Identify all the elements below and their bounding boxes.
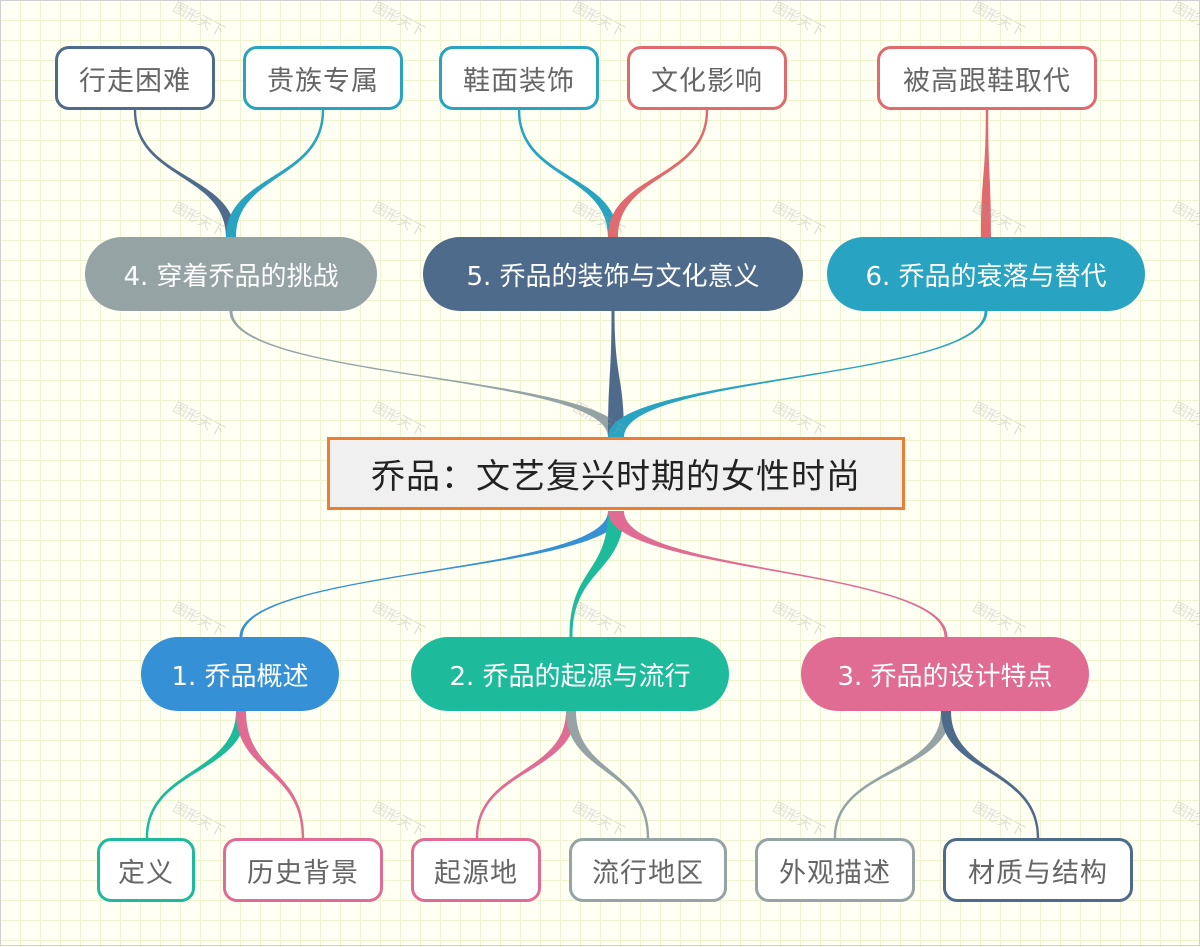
connector-branch2-leaf-2 xyxy=(566,711,650,838)
connector-branch5-leaf-2 xyxy=(608,110,709,237)
branch-overview[interactable]: 1. 乔品概述 xyxy=(141,637,339,711)
connector-branch3-leaf-2 xyxy=(941,711,1040,838)
branch-wearing-challenges[interactable]: 4. 穿着乔品的挑战 xyxy=(85,237,377,311)
leaf-historical-background[interactable]: 历史背景 xyxy=(223,838,383,902)
leaf-replaced-by-heels[interactable]: 被高跟鞋取代 xyxy=(877,46,1097,110)
leaf-definition[interactable]: 定义 xyxy=(97,838,195,902)
leaf-cultural-influence[interactable]: 文化影响 xyxy=(627,46,787,110)
connector-branch1-leaf-2 xyxy=(236,711,305,838)
branch-decoration-culture[interactable]: 5. 乔品的装饰与文化意义 xyxy=(423,237,803,311)
branch-design-features[interactable]: 3. 乔品的设计特点 xyxy=(801,637,1089,711)
leaf-popular-regions[interactable]: 流行地区 xyxy=(569,838,727,902)
connector-branch3-leaf-1 xyxy=(833,711,951,838)
connector-root-branch-5 xyxy=(608,311,624,437)
leaf-place-of-origin[interactable]: 起源地 xyxy=(411,838,541,902)
leaf-walking-difficulty[interactable]: 行走困难 xyxy=(55,46,215,110)
branch-decline-replacement[interactable]: 6. 乔品的衰落与替代 xyxy=(827,237,1145,311)
branch-origin-popularity[interactable]: 2. 乔品的起源与流行 xyxy=(411,637,729,711)
connector-branch5-leaf-1 xyxy=(517,110,618,237)
connector-root-branch-4 xyxy=(229,311,624,437)
connector-branch1-leaf-1 xyxy=(145,711,246,838)
leaf-vamp-decoration[interactable]: 鞋面装饰 xyxy=(439,46,599,110)
leaf-appearance[interactable]: 外观描述 xyxy=(755,838,915,902)
connector-root-branch-2 xyxy=(569,511,624,637)
root-topic[interactable]: 乔品：文艺复兴时期的女性时尚 xyxy=(327,437,905,510)
connector-branch4-leaf-1 xyxy=(133,110,236,237)
connector-branch4-leaf-2 xyxy=(226,110,325,237)
connector-branch6-leaf-1 xyxy=(981,110,991,237)
leaf-material-structure[interactable]: 材质与结构 xyxy=(943,838,1133,902)
leaf-nobility-exclusive[interactable]: 贵族专属 xyxy=(243,46,403,110)
connector-root-branch-3 xyxy=(608,511,948,637)
connector-root-branch-6 xyxy=(608,311,988,437)
connector-root-branch-1 xyxy=(239,511,624,637)
connector-branch2-leaf-1 xyxy=(475,711,576,838)
